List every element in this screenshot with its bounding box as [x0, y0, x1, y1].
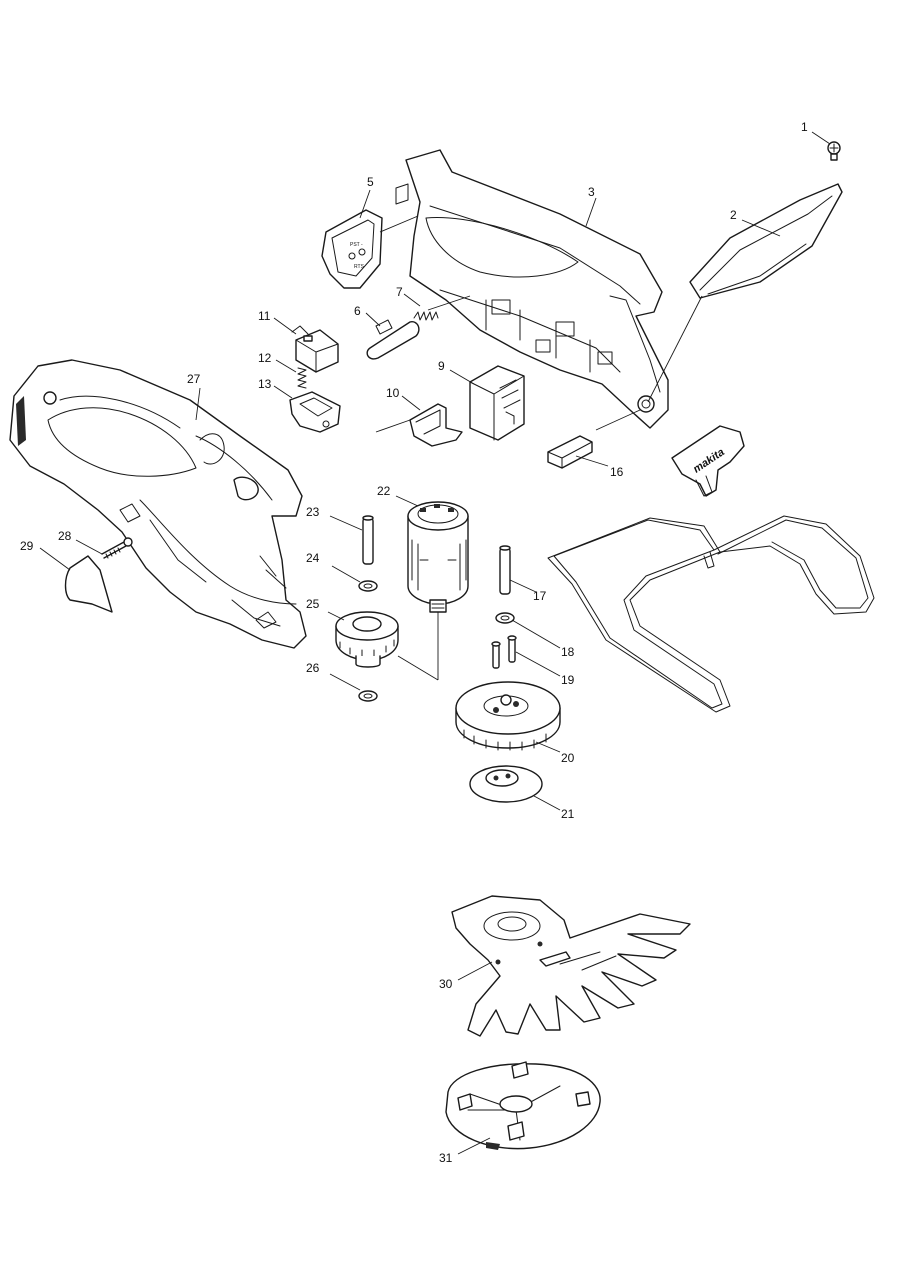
callout-16: 16 [610, 465, 624, 479]
part-28-screw [101, 537, 133, 559]
part-1-screw [827, 141, 841, 161]
callout-9: 9 [438, 359, 445, 373]
part-26-washer [358, 690, 378, 702]
part-10-bracket [409, 403, 463, 447]
switch-plate-label-bottom: RTS [354, 264, 365, 270]
part-2-side-cover [689, 183, 843, 299]
switch-plate-label-top: PST - [350, 242, 363, 248]
wire-guard-frame [547, 515, 875, 713]
callout-24: 24 [306, 551, 320, 565]
part-16-block [547, 435, 593, 469]
callout-5: 5 [367, 175, 374, 189]
part-24-washer [358, 580, 378, 592]
callout-25: 25 [306, 597, 320, 611]
callout-19: 19 [561, 673, 575, 687]
part-17-pin [499, 545, 511, 595]
callout-18: 18 [561, 645, 575, 659]
makita-label: makita [671, 425, 745, 497]
callout-31: 31 [439, 1151, 453, 1165]
callout-28: 28 [58, 529, 72, 543]
callout-numbers: 1 2 3 5 6 7 9 10 11 12 13 16 17 18 19 20… [20, 120, 808, 1165]
callout-11: 11 [258, 309, 271, 323]
callout-26: 26 [306, 661, 320, 675]
callout-21: 21 [561, 807, 575, 821]
part-23-pin [362, 515, 374, 565]
callout-12: 12 [258, 351, 272, 365]
part-25-gear [335, 611, 399, 668]
callout-6: 6 [354, 304, 361, 318]
leader-lines [39, 131, 831, 1155]
part-6-pin [366, 319, 420, 360]
callout-10: 10 [386, 386, 400, 400]
part-12-spring [297, 367, 307, 389]
callout-1: 1 [801, 120, 808, 134]
callout-29: 29 [20, 539, 34, 553]
part-3-housing [395, 149, 669, 429]
callout-20: 20 [561, 751, 575, 765]
callout-13: 13 [258, 377, 272, 391]
callout-2: 2 [730, 208, 737, 222]
part-30-blade [451, 895, 691, 1037]
part-29-blade-cover [64, 555, 113, 613]
callout-23: 23 [306, 505, 320, 519]
part-18-washer [495, 612, 515, 624]
callout-30: 30 [439, 977, 453, 991]
part-31-blade-housing [445, 1061, 601, 1150]
part-13-lever [289, 391, 341, 433]
part-27-handle-housing [9, 359, 307, 649]
callout-27: 27 [187, 372, 201, 386]
part-19-pins [491, 635, 517, 669]
callout-22: 22 [377, 484, 391, 498]
part-20-gear-wheel [455, 681, 561, 751]
part-11-micro-switch [291, 325, 339, 373]
callout-17: 17 [533, 589, 547, 603]
callout-3: 3 [588, 185, 595, 199]
callout-7: 7 [396, 285, 403, 299]
part-22-motor [407, 501, 469, 613]
part-7-spring [413, 311, 439, 321]
part-5-switch-plate: PST - RTS [321, 209, 383, 289]
part-9-controller [469, 365, 525, 441]
part-21-cam-plate [469, 765, 543, 803]
